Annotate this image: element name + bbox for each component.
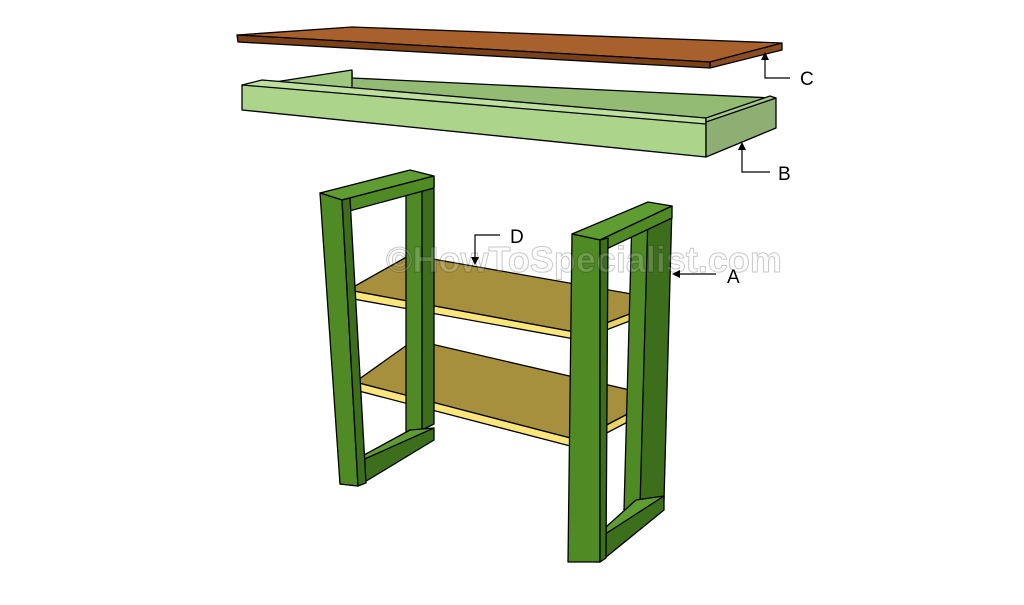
watermark-text: ©HowToSpecialist.com bbox=[386, 239, 782, 280]
callout-d: D bbox=[471, 227, 524, 265]
right-front-post bbox=[567, 233, 601, 563]
frame-right-end-top bbox=[705, 95, 777, 123]
tabletop bbox=[236, 26, 783, 69]
apron-frame bbox=[241, 69, 777, 158]
left-front-post-side bbox=[341, 197, 367, 487]
callout-d-arrowhead bbox=[471, 257, 479, 265]
callout-b: B bbox=[738, 142, 791, 185]
right-leg-frame bbox=[567, 201, 673, 563]
callout-d-label: D bbox=[510, 227, 524, 248]
right-front-post-side bbox=[599, 237, 609, 563]
callout-c-arrowhead bbox=[761, 52, 769, 60]
callout-c-label: C bbox=[800, 69, 814, 90]
callout-b-leader bbox=[741, 148, 770, 173]
callout-c-leader bbox=[764, 58, 790, 79]
callout-c: C bbox=[761, 52, 814, 90]
tabletop-side-edge bbox=[709, 42, 783, 69]
callout-b-label: B bbox=[778, 164, 791, 185]
callout-d-leader bbox=[474, 234, 500, 258]
callout-b-arrowhead bbox=[738, 142, 746, 150]
callout-a-label: A bbox=[727, 267, 740, 288]
left-leg-frame bbox=[319, 169, 435, 487]
shelves bbox=[347, 254, 667, 449]
callout-a-arrowhead bbox=[672, 270, 680, 278]
left-back-post-face bbox=[405, 182, 423, 441]
callout-a: A bbox=[672, 267, 740, 288]
